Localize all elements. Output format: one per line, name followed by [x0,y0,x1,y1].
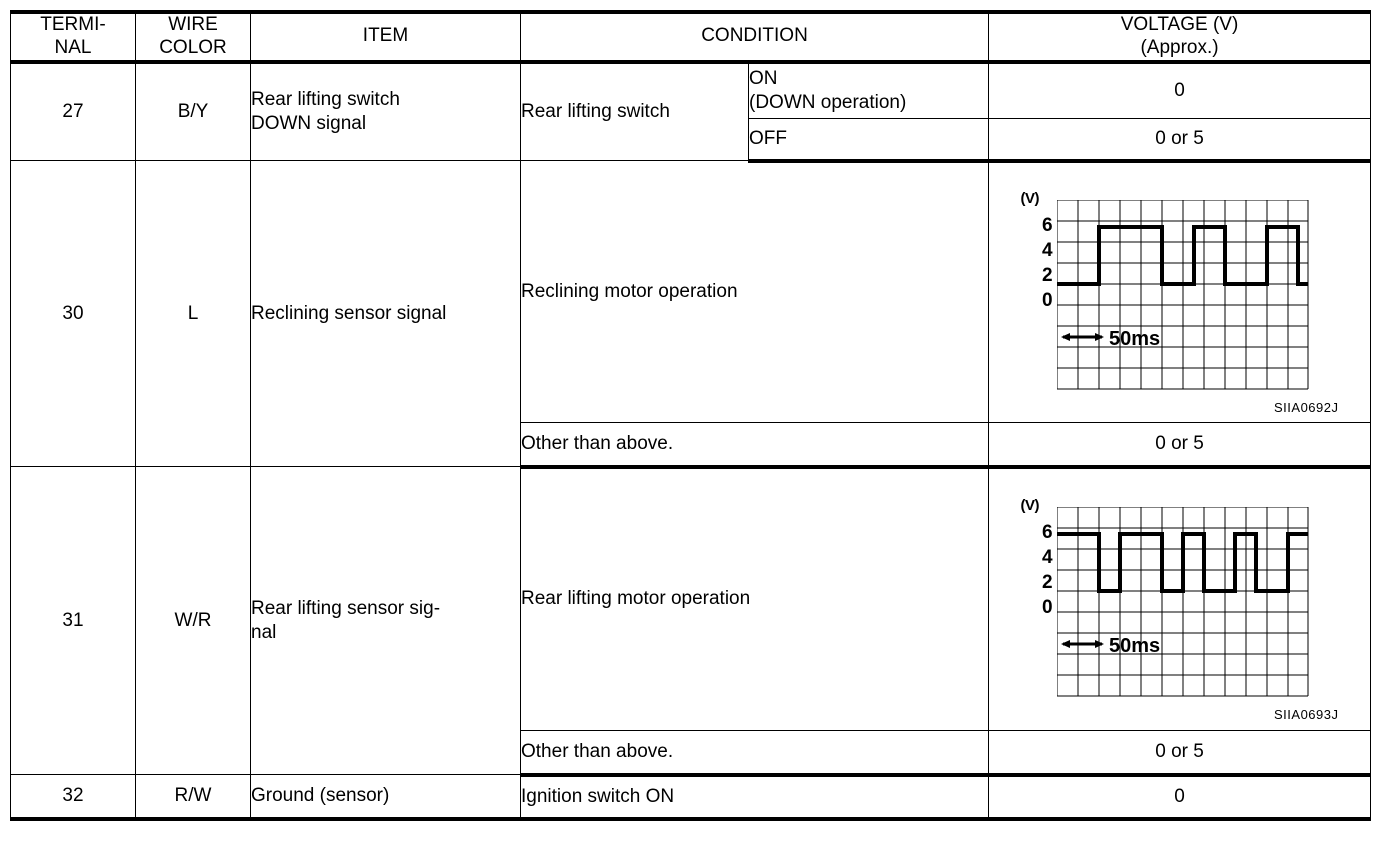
header-wire-color-line2: COLOR [159,36,227,58]
table-row: 30 L Reclining sensor signal Reclining m… [10,160,1372,468]
header-terminal: TERMI- NAL [10,10,136,64]
cell-item-32: Ground (sensor) [250,774,521,821]
cell-voltage-27-off: 0 or 5 [988,118,1372,163]
header-voltage-line1: VOLTAGE (V) [1120,14,1239,35]
table-row: Other than above. 0 or 5 [11,730,1372,777]
scope-unit-label-reclining: (V) [1020,189,1040,207]
scope-time-marker-reclining [1060,332,1104,341]
cell-condition-group-27: Rear lifting switch [520,61,749,162]
cell-voltage-30-other: 0 or 5 [988,422,1372,469]
cell-condition-31-main: Rear lifting motor operation [519,466,990,732]
cell-voltage-27-on: 0 [988,61,1372,120]
cell-wire-color-27: B/Y [135,61,251,162]
cell-condition-32: Ignition switch ON [519,774,990,821]
header-wire-color-line1: WIRE [168,14,218,35]
cell-voltage-31-other: 0 or 5 [988,730,1372,777]
item-27-line1: Rear lifting switch [251,89,400,111]
scope-ytick-4-reclining: 4 [1041,239,1053,261]
cell-voltage-32: 0 [988,774,1372,821]
cell-condition-27-on: ON (DOWN operation) [747,61,990,120]
scope-grid-reclining: 50ms [1056,199,1309,390]
table-row: 31 W/R Rear lifting sensor sig- nal Rear… [10,466,1372,776]
scope-ytick-6-rear-lifting: 6 [1041,521,1053,543]
scope-trace-rear-lifting [1056,531,1308,593]
scope-time-label-reclining: 50ms [1109,328,1160,350]
scope-time-label-rear-lifting: 50ms [1109,635,1160,657]
table-row: Other than above. 0 or 5 [11,422,1372,469]
cell-condition-31-other: Other than above. [519,730,990,777]
scope-ytick-2-reclining: 2 [1041,264,1053,286]
table-row: OFF 0 or 5 [11,118,1372,163]
scope-ytick-2-rear-lifting: 2 [1041,571,1053,593]
cell-item-27: Rear lifting switch DOWN signal [250,61,521,162]
cell-condition-30-main: Reclining motor operation [519,160,990,424]
header-terminal-line2: NAL [54,36,92,58]
item-30-line1: Reclining sensor signal [251,302,447,324]
cell-terminal-27: 27 [10,61,136,162]
scope-grid-rear-lifting: 50ms [1056,506,1309,697]
table-row: 32 R/W Ground (sensor) Ignition switch O… [10,774,1372,821]
scope-code-reclining: SIIA0692J [1274,399,1339,415]
cell-terminal-31: 31 [10,466,136,776]
cell-voltage-30-waveform: (V) 6 4 2 0 [988,160,1372,424]
scope-unit-label-rear-lifting: (V) [1020,496,1040,514]
table-row: 27 B/Y Rear lifting switch DOWN signal R… [10,61,1372,162]
scope-ytick-6-reclining: 6 [1041,214,1053,236]
cell-terminal-30: 30 [10,160,136,468]
cell-wire-color-32: R/W [135,774,251,821]
cell-item-31: Rear lifting sensor sig- nal [250,466,521,776]
cell-condition-27-off: OFF [747,118,990,163]
header-voltage-line2: (Approx.) [1140,36,1219,58]
scope-time-marker-rear-lifting [1060,639,1104,648]
header-voltage: VOLTAGE (V) (Approx.) [988,10,1372,64]
scope-trace-reclining [1056,224,1308,286]
condition-27-on-line1: ON [749,68,778,90]
cell-item-30: Reclining sensor signal [250,160,521,468]
header-item: ITEM [250,10,521,64]
cell-condition-30-other: Other than above. [519,422,990,469]
header-condition: CONDITION [519,10,990,64]
scope-code-rear-lifting: SIIA0693J [1274,706,1339,722]
oscilloscope-reclining: (V) 6 4 2 0 [1015,188,1345,415]
item-27-line2: DOWN signal [251,112,367,134]
scope-ytick-0-reclining: 0 [1041,289,1053,311]
cell-wire-color-31: W/R [135,466,251,776]
scope-ytick-0-rear-lifting: 0 [1041,596,1053,618]
oscilloscope-rear-lifting: (V) 6 4 2 0 [1015,495,1345,722]
table-header-row: TERMI- NAL WIRE COLOR ITEM CONDITION VOL… [10,10,1372,64]
item-31-line2: nal [251,621,277,643]
cell-terminal-32: 32 [10,774,136,821]
header-wire-color: WIRE COLOR [135,10,251,64]
scope-ytick-4-rear-lifting: 4 [1041,546,1053,568]
header-terminal-line1: TERMI- [40,14,106,35]
cell-wire-color-30: L [135,160,251,468]
cell-voltage-31-waveform: (V) 6 4 2 0 [988,466,1372,732]
condition-27-on-line2: (DOWN operation) [749,91,907,113]
item-31-line1: Rear lifting sensor sig- [251,597,441,619]
terminal-voltage-table: TERMI- NAL WIRE COLOR ITEM CONDITION VOL… [10,10,1372,821]
